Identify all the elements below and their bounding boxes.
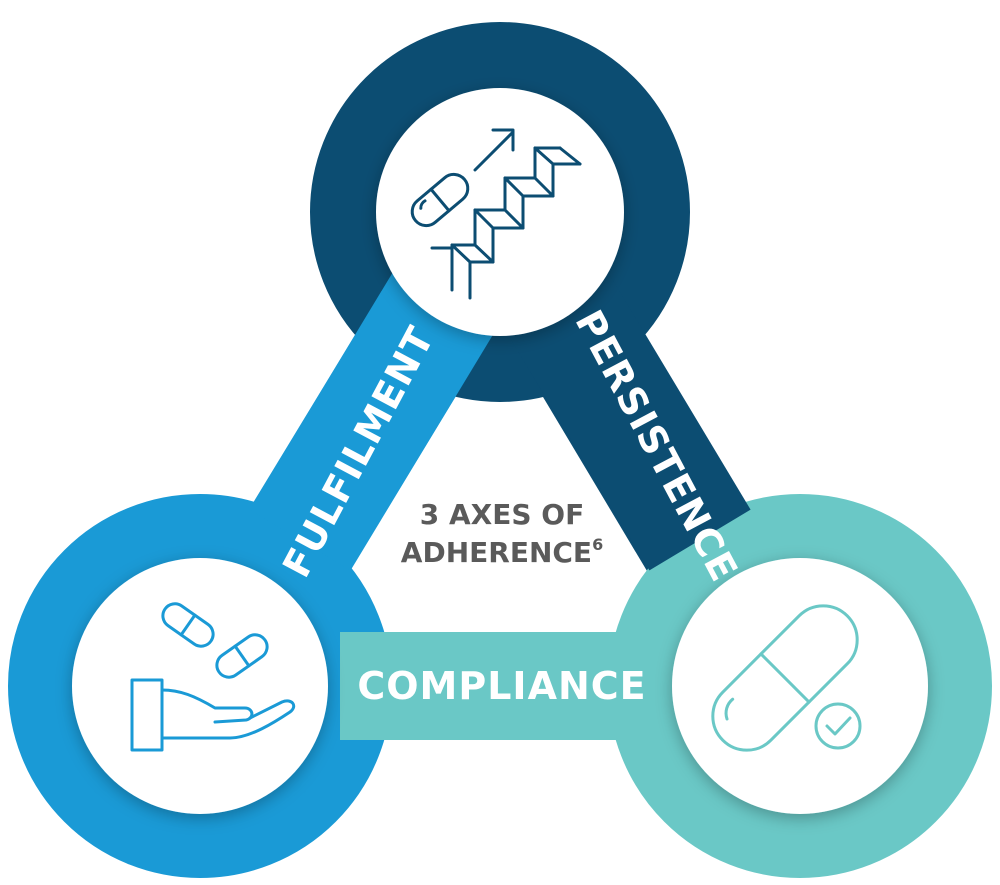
right-node: [672, 558, 928, 814]
left-node: [72, 558, 328, 814]
persistence-bar-overlay: [505, 269, 751, 571]
center-title-line1: 3 AXES OF: [420, 498, 584, 531]
compliance-label: COMPLIANCE: [357, 664, 646, 708]
center-title-line2-main: ADHERENCE: [401, 536, 592, 569]
top-ring: [310, 22, 690, 402]
hand-pills-icon: [130, 602, 296, 752]
capsule-check-icon: [711, 604, 862, 752]
center-title-line2: ADHERENCE6: [401, 535, 603, 569]
pill-stairs-icon: [410, 128, 582, 300]
center-title-superscript: 6: [592, 535, 603, 554]
fulfilment-bar-overlay: [249, 269, 496, 571]
